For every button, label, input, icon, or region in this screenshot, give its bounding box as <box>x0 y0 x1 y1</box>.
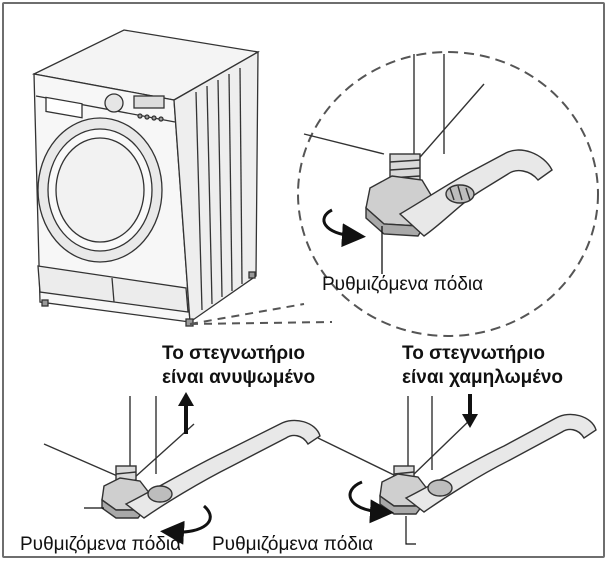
diagram-frame: Ρυθμιζόμενα πόδια Το στεγνωτήριο είναι α… <box>2 2 605 558</box>
bottom-right-feet-label: Ρυθμιζόμενα πόδια <box>212 534 374 555</box>
bottom-left-feet-label: Ρυθμιζόμενα πόδια <box>20 534 182 555</box>
lowered-title-line1: Το στεγνωτήριο <box>402 343 545 364</box>
callout-magnifier <box>189 51 599 337</box>
lowered-title-line2: είναι χαμηλωμένο <box>402 367 564 388</box>
raised-title-line1: Το στεγνωτήριο <box>162 343 305 364</box>
callout-feet-label: Ρυθμιζόμενα πόδια <box>322 274 484 295</box>
raised-foot-illustration <box>43 392 321 545</box>
diagram-artwork <box>31 29 599 545</box>
raised-title-line2: είναι ανυψωμένο <box>162 367 316 388</box>
callout-foot-detail <box>303 54 553 274</box>
dryer-illustration <box>31 29 260 327</box>
lowered-foot-illustration <box>317 394 597 545</box>
